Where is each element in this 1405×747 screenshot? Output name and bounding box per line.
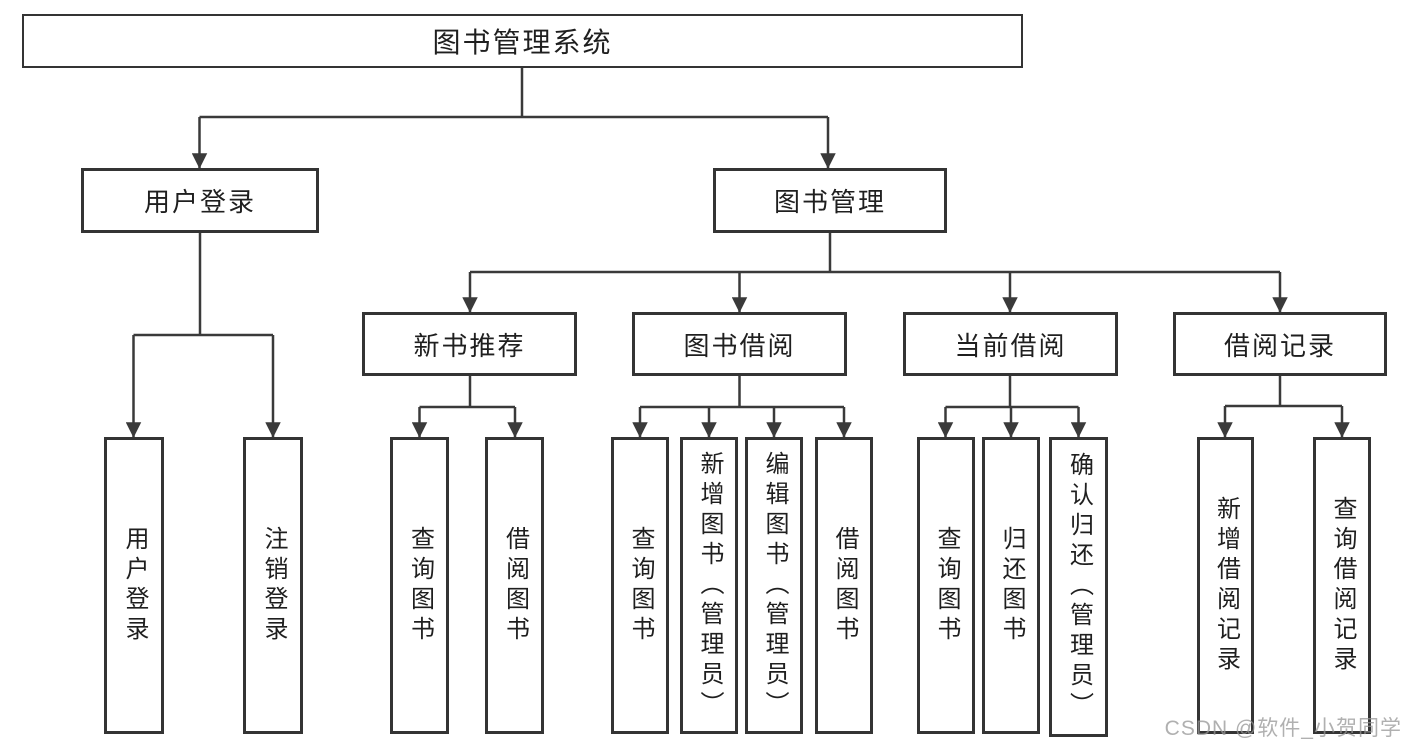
node-borrow-record: 借阅记录 xyxy=(1173,312,1387,376)
leaf-bb-add-book: 新增图书（管理员） xyxy=(680,437,738,734)
leaf-nbr-borrow-book: 借阅图书 xyxy=(485,437,544,734)
connector-root-trunk xyxy=(199,68,828,119)
node-new-book-recommend: 新书推荐 xyxy=(362,312,577,376)
leaf-bb-query-book: 查询图书 xyxy=(611,437,669,734)
connector-book-management-trunk xyxy=(470,233,1280,274)
connector-cb-trunk xyxy=(945,376,1079,409)
connector-nbr-trunk xyxy=(419,376,515,409)
leaf-user-login: 用户登录 xyxy=(104,437,164,734)
leaf-cb-confirm-return: 确认归还（管理员） xyxy=(1049,437,1108,737)
leaf-cb-query-book: 查询图书 xyxy=(917,437,975,734)
node-book-borrow: 图书借阅 xyxy=(632,312,847,376)
leaf-bb-borrow-book: 借阅图书 xyxy=(815,437,873,734)
leaf-logout: 注销登录 xyxy=(243,437,303,734)
leaf-cb-return-book: 归还图书 xyxy=(982,437,1040,734)
connector-user-login-trunk xyxy=(133,233,273,337)
leaf-nbr-query-book: 查询图书 xyxy=(390,437,449,734)
node-root: 图书管理系统 xyxy=(22,14,1023,68)
leaf-br-add-record: 新增借阅记录 xyxy=(1197,437,1254,734)
watermark: CSDN @软件_小贺同学 xyxy=(1164,717,1402,740)
leaf-bb-edit-book: 编辑图书（管理员） xyxy=(745,437,803,734)
connector-bb-trunk xyxy=(640,376,844,409)
node-book-management: 图书管理 xyxy=(713,168,947,233)
connector-br-trunk xyxy=(1225,376,1342,408)
node-user-login: 用户登录 xyxy=(81,168,319,233)
node-current-borrow: 当前借阅 xyxy=(903,312,1118,376)
leaf-br-query-record: 查询借阅记录 xyxy=(1313,437,1371,734)
